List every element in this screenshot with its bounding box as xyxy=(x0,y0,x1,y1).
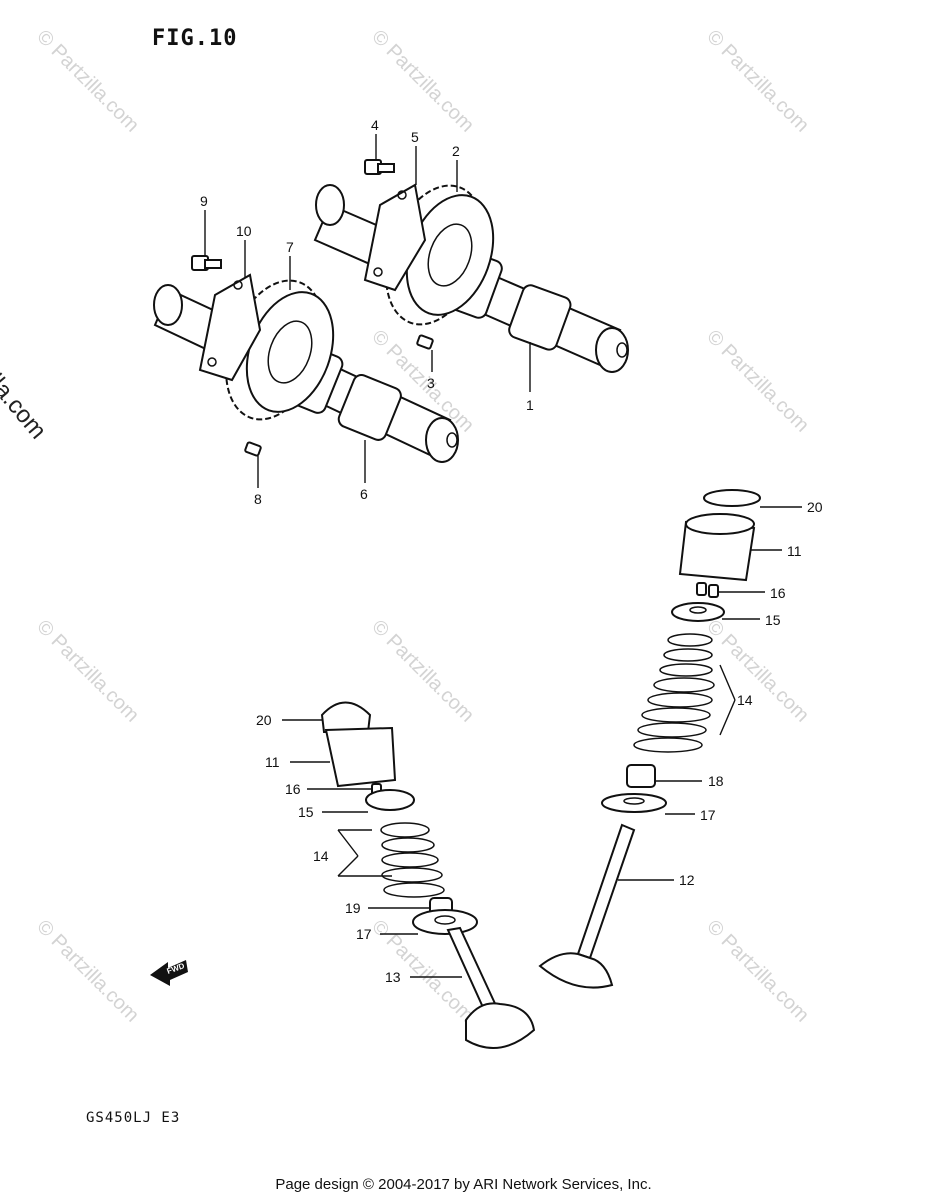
callout-10: 10 xyxy=(236,223,252,239)
callout-18: 18 xyxy=(708,773,724,789)
callout-2: 2 xyxy=(452,143,460,159)
callout-7: 7 xyxy=(286,239,294,255)
callout-13: 13 xyxy=(385,969,401,985)
callout-15-left: 15 xyxy=(298,804,314,820)
callout-19: 19 xyxy=(345,900,361,916)
model-code: GS450LJ E3 xyxy=(86,1110,181,1126)
callout-8: 8 xyxy=(254,491,262,507)
retainer-15-right xyxy=(671,602,725,622)
pin-8 xyxy=(244,441,262,457)
valve-12 xyxy=(538,823,636,989)
callout-6: 6 xyxy=(360,486,368,502)
seal-18-right xyxy=(626,764,656,788)
spring-14-right xyxy=(633,633,715,753)
valve-13 xyxy=(446,926,536,1049)
callout-12: 12 xyxy=(679,872,695,888)
cam-flange-10 xyxy=(198,273,262,382)
callout-11-right: 11 xyxy=(787,543,802,559)
cotter-16-right xyxy=(696,582,719,598)
callout-17-right: 17 xyxy=(700,807,716,823)
callout-11-left: 11 xyxy=(265,754,280,770)
seat-17-right xyxy=(601,793,667,813)
callout-20-right: 20 xyxy=(807,499,823,515)
callout-15-right: 15 xyxy=(765,612,781,628)
footer-copyright: Page design © 2004-2017 by ARI Network S… xyxy=(275,1176,652,1193)
callout-1: 1 xyxy=(526,397,534,413)
callout-4: 4 xyxy=(371,117,379,133)
shim-20-left xyxy=(320,701,372,733)
retainer-15-left xyxy=(365,789,415,811)
callout-20-left: 20 xyxy=(256,712,272,728)
callout-17-left: 17 xyxy=(356,926,372,942)
callout-14-left: 14 xyxy=(313,848,329,864)
tappet-11-left xyxy=(324,726,397,788)
bolt-9 xyxy=(191,255,222,271)
fwd-arrow-icon: FWD xyxy=(150,960,188,986)
leader-lines xyxy=(204,134,802,978)
tappet-11-right xyxy=(678,513,756,582)
seat-17-left xyxy=(412,909,478,935)
bolt-4 xyxy=(364,159,395,175)
pin-3 xyxy=(416,334,434,350)
callout-9: 9 xyxy=(200,193,208,209)
spring-14-left xyxy=(380,822,445,898)
figure-title: FIG.10 xyxy=(152,26,238,51)
callout-labels: 1 2 3 4 5 6 7 8 9 10 11 11 12 13 14 14 1… xyxy=(200,117,823,985)
cam-flange-5 xyxy=(363,183,427,292)
callout-3: 3 xyxy=(427,375,435,391)
callout-14-right: 14 xyxy=(737,692,753,708)
callout-16-left: 16 xyxy=(285,781,301,797)
callout-16-right: 16 xyxy=(770,585,786,601)
callout-5: 5 xyxy=(411,129,419,145)
shim-20-right xyxy=(703,489,761,507)
